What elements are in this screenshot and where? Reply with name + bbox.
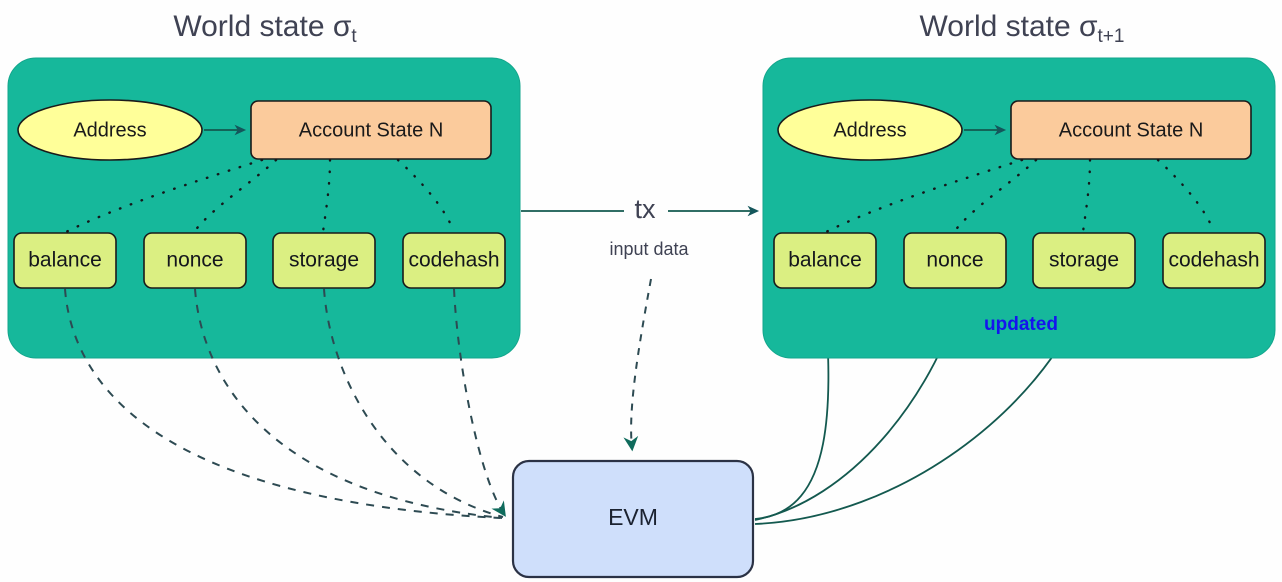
address-label-left: Address <box>73 119 146 141</box>
dotted-link-codehash <box>396 158 456 234</box>
tx-label: tx <box>634 194 656 224</box>
account-state-box-right <box>1010 100 1252 160</box>
tx-to-evm-dashed-arrow <box>623 278 652 452</box>
attr-label-codehash-left: codehash <box>408 249 499 272</box>
right-attribute-nodes: balance nonce storage codehash <box>773 232 1266 289</box>
attr-label-nonce-left: nonce <box>166 249 223 272</box>
right-address-node: Address <box>777 99 963 161</box>
left-address-node: Address <box>17 99 203 161</box>
transaction-arrow-group: tx input data <box>521 194 760 259</box>
evm-node: EVM <box>511 459 755 579</box>
account-state-label-right: Account State N <box>1059 119 1204 141</box>
dotted-link-nonce <box>192 158 278 234</box>
attr-box-codehash-right <box>1162 232 1266 289</box>
left-panel-title: World state σt <box>173 10 357 47</box>
dashed-link-storage-to-evm <box>323 288 504 518</box>
evm-label: EVM <box>608 504 658 530</box>
dashed-link-balance-to-evm <box>64 288 501 519</box>
tx-input-data-label: input data <box>609 239 689 259</box>
attr-box-nonce-left <box>143 232 247 289</box>
attr-box-balance-left <box>13 232 117 289</box>
attr-box-storage-right <box>1032 232 1136 289</box>
dashed-link-nonce-to-evm <box>194 288 503 519</box>
account-state-label-left: Account State N <box>299 119 444 141</box>
attr-box-nonce-right <box>903 232 1007 289</box>
attr-label-balance-right: balance <box>788 249 862 272</box>
attr-label-codehash-right: codehash <box>1168 249 1259 272</box>
account-state-box-left <box>250 100 492 160</box>
left-attribute-nodes: balance nonce storage codehash <box>13 232 506 289</box>
right-panel-title: World state σt+1 <box>920 10 1125 47</box>
address-label-right: Address <box>833 119 906 141</box>
left-account-node: Account State N <box>250 100 492 160</box>
evm-box <box>511 459 755 579</box>
attr-box-storage-left <box>272 232 376 289</box>
attr-label-nonce-right: nonce <box>926 249 983 272</box>
dotted-link-nonce-right <box>952 158 1038 234</box>
dotted-link-codehash-right <box>1156 158 1216 234</box>
left-state-panel-group: World state σt <box>7 10 521 359</box>
right-state-panel-group: World state σt+1 <box>762 10 1276 359</box>
left-attributes-to-evm-links <box>64 288 506 519</box>
right-account-to-attributes-links <box>824 158 1216 234</box>
attr-label-storage-right: storage <box>1049 249 1119 272</box>
address-ellipse-left <box>17 99 203 161</box>
updated-label: updated <box>984 314 1058 335</box>
attr-label-balance-left: balance <box>28 249 102 272</box>
attr-box-balance-right <box>773 232 877 289</box>
right-account-node: Account State N <box>1010 100 1252 160</box>
left-account-to-attributes-links <box>64 158 456 234</box>
attr-box-codehash-left <box>402 232 506 289</box>
address-ellipse-right <box>777 99 963 161</box>
attr-label-storage-left: storage <box>289 249 359 272</box>
dashed-link-codehash-to-evm <box>453 288 506 517</box>
